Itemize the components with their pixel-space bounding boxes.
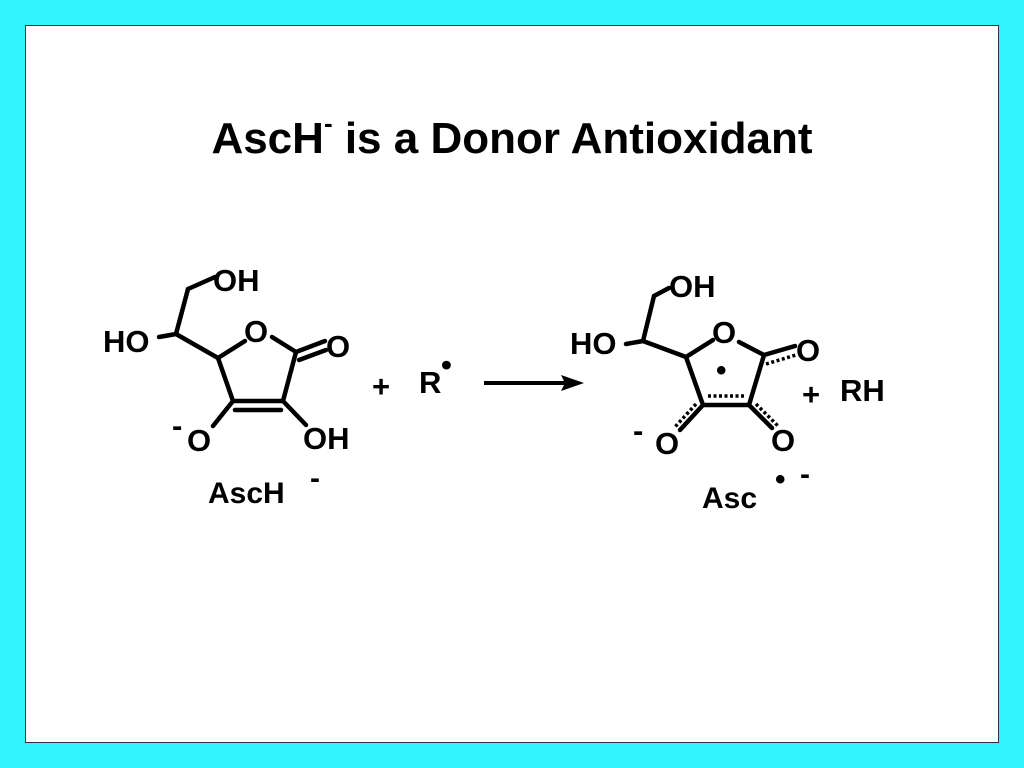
product-oh-top-label: OH xyxy=(669,269,716,304)
title-superscript: - xyxy=(323,108,333,138)
product-ho-left-label: HO xyxy=(570,326,617,361)
reactant-ascorbate xyxy=(156,274,329,429)
bond xyxy=(173,331,221,361)
bond xyxy=(156,331,179,340)
product-name-charge: - xyxy=(800,458,810,491)
hashed-bond xyxy=(765,353,797,366)
reaction-arrow xyxy=(484,375,584,391)
product-anion-oxygen-label: O xyxy=(655,426,679,461)
radical-r-label: R xyxy=(419,365,441,400)
bond xyxy=(173,286,191,337)
product-ring-oxygen-label: O xyxy=(712,315,736,350)
bond xyxy=(269,334,299,355)
rh-label: RH xyxy=(840,373,885,408)
product-carbonyl-oxygen-label: O xyxy=(796,333,820,368)
bond xyxy=(640,293,657,344)
radical-dot: • xyxy=(441,347,452,382)
reactant-ring-oxygen-label: O xyxy=(244,314,268,349)
title-main: AscH xyxy=(211,114,324,163)
plus-sign-1: + xyxy=(372,369,390,404)
bond xyxy=(623,338,646,347)
bond xyxy=(683,354,706,408)
reactant-name-charge: - xyxy=(310,462,320,495)
bond xyxy=(215,355,236,404)
product-anion-charge: - xyxy=(633,413,643,448)
bond xyxy=(761,343,798,358)
bond xyxy=(210,398,236,429)
reactant-enol-oh-label: OH xyxy=(303,421,350,456)
reactant-name-label: AscH xyxy=(208,477,285,510)
arrow-head xyxy=(561,375,584,391)
slide-title: AscH- is a Donor Antioxidant xyxy=(26,108,998,164)
reactant-ho-left-label: HO xyxy=(103,324,150,359)
reactant-anion-oxygen-label: O xyxy=(187,423,211,458)
bond xyxy=(746,402,775,431)
bond xyxy=(736,339,767,358)
bond xyxy=(293,338,328,355)
bond xyxy=(215,338,248,361)
reactant-carbonyl-oxygen-label: O xyxy=(326,329,350,364)
bond xyxy=(640,338,689,360)
title-rest: is a Donor Antioxidant xyxy=(332,114,813,163)
product-keto-oxygen-label: O xyxy=(771,423,795,458)
product-ring-radical-dot: • xyxy=(716,354,727,387)
slide-panel: AscH- is a Donor Antioxidant xyxy=(25,25,999,743)
bond xyxy=(677,402,706,433)
reactant-oh-top-label: OH xyxy=(213,263,260,298)
plus-sign-2: + xyxy=(802,377,820,412)
product-ascorbyl-radical xyxy=(623,285,798,433)
bond xyxy=(296,347,329,363)
product-name-label: Asc xyxy=(702,482,757,515)
bond xyxy=(746,352,767,408)
reactant-anion-charge: - xyxy=(172,408,182,443)
product-name-radical-dot: • xyxy=(775,463,786,496)
bond xyxy=(683,337,716,360)
bond xyxy=(185,274,218,292)
bond xyxy=(651,285,672,299)
bond xyxy=(280,398,309,428)
product-hashed-bonds xyxy=(672,353,797,430)
bond xyxy=(280,349,299,404)
